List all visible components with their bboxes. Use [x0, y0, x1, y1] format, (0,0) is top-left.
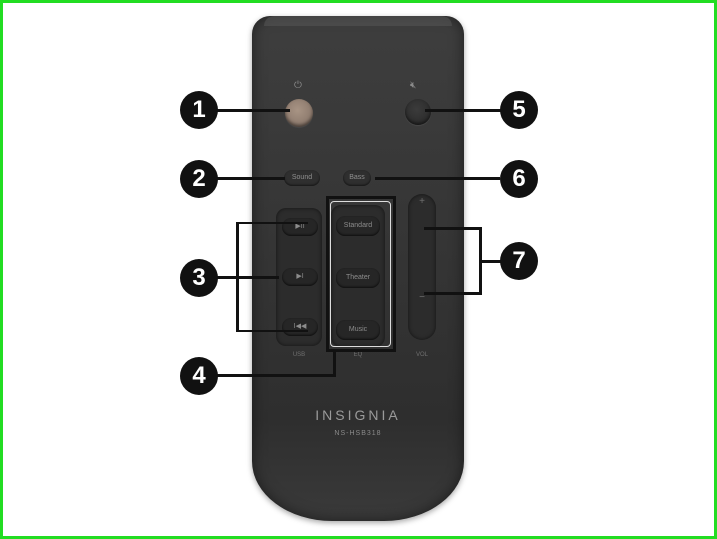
volume-rocker[interactable]: [408, 194, 436, 340]
mute-icon: 🔇︎: [410, 80, 417, 91]
callout-line-3: [215, 276, 279, 279]
callout-1: 1: [180, 91, 218, 129]
brand-logo: INSIGNIA: [315, 407, 401, 423]
theater-button[interactable]: Theater: [336, 268, 380, 288]
callout-5: 5: [500, 91, 538, 129]
callout-bracket-7: [424, 227, 482, 295]
callout-3: 3: [180, 259, 218, 297]
music-button[interactable]: Music: [336, 320, 380, 340]
callout-line-7: [480, 260, 504, 263]
model-number: NS-HSB318: [334, 430, 382, 437]
volume-caption: VOL: [415, 352, 428, 358]
power-icon: ⏻: [294, 80, 302, 91]
callout-7: 7: [500, 242, 538, 280]
callout-6: 6: [500, 160, 538, 198]
callout-line-5: [425, 109, 505, 112]
volume-plus-label: +: [419, 196, 425, 207]
callout-line-1: [215, 109, 290, 112]
mute-button[interactable]: [405, 99, 431, 125]
callout-inner-outline-4: [330, 201, 391, 347]
sound-button[interactable]: Sound: [284, 170, 320, 186]
eq-caption: EQ: [353, 352, 363, 358]
bass-button[interactable]: Bass: [343, 170, 371, 186]
callout-outline-4: [326, 196, 396, 352]
usb-caption: USB: [292, 352, 306, 358]
callout-line-4: [212, 374, 336, 377]
standard-button[interactable]: Standard: [336, 216, 380, 236]
remote-top-edge: [264, 16, 452, 26]
callout-line-6: [375, 177, 500, 180]
callout-4: 4: [180, 357, 218, 395]
volume-minus-label: −: [419, 292, 425, 303]
callout-line-4-vertical: [333, 352, 336, 376]
next-track-button[interactable]: ▶I: [282, 268, 318, 286]
callout-line-2: [215, 177, 285, 180]
power-button[interactable]: [285, 99, 313, 127]
callout-2: 2: [180, 160, 218, 198]
